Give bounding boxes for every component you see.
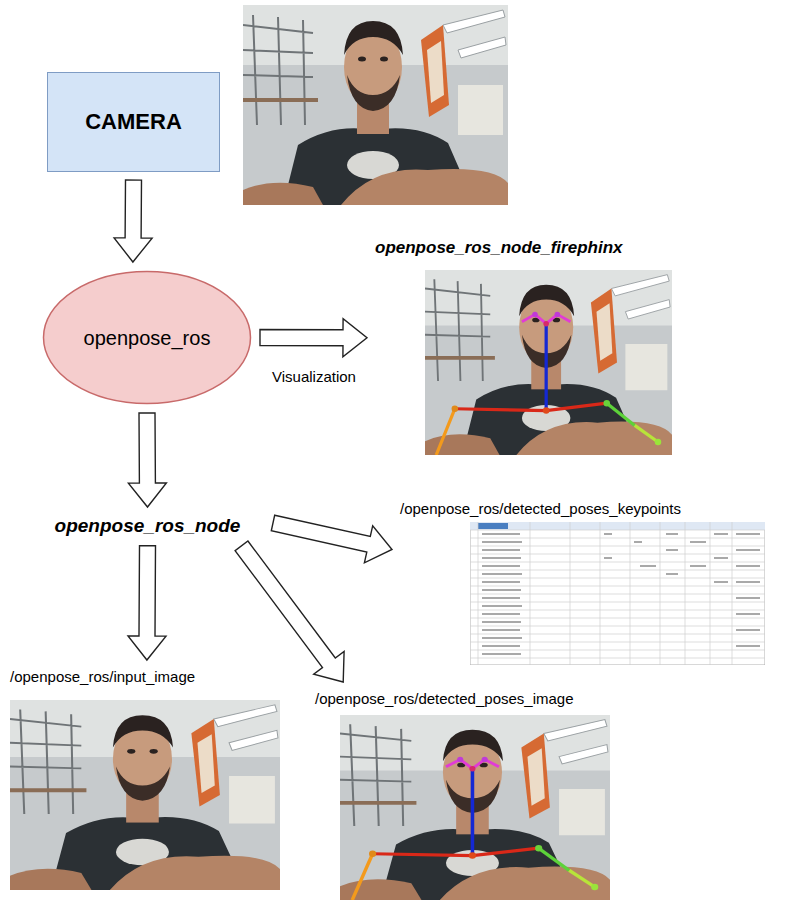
heading-text: openpose_ros_node_firephinx [375,238,712,258]
detected-photo [340,715,610,900]
block-arrow [271,515,392,563]
keypoints-table [470,522,765,665]
node-text: openpose_ros [84,326,211,350]
ellipse-shape [44,272,251,404]
camera-photo [243,5,508,205]
input-photo [10,700,280,890]
visualization-output: openpose_ros_node_firephinx [375,238,712,455]
topic-output: /openpose_ros/detected_poses_image [315,690,668,900]
topic-output: /openpose_ros/detected_poses_keypoints [400,500,790,665]
camera-box: CAMERA [47,72,220,172]
heading-text: openpose_ros_node [30,515,265,538]
topic-output: /openpose_ros/input_image [10,668,280,890]
block-arrow [235,541,344,682]
heading-text: /openpose_ros/detected_poses_image [315,690,668,708]
heading-text: /openpose_ros/input_image [10,668,280,686]
node-label: openpose_ros_node [30,515,265,538]
edge-label: Visualization [270,368,358,385]
heading-text: /openpose_ros/detected_poses_keypoints [400,500,790,518]
process-ellipse: openpose_ros [42,270,252,405]
node-text: CAMERA [85,109,182,135]
pose-skeleton [436,312,661,455]
block-arrow [128,546,166,660]
block-arrow [114,180,152,262]
block-arrow [128,413,166,507]
block-arrow [260,319,367,357]
visualization-photo [425,270,672,455]
pose-skeleton [352,757,598,900]
